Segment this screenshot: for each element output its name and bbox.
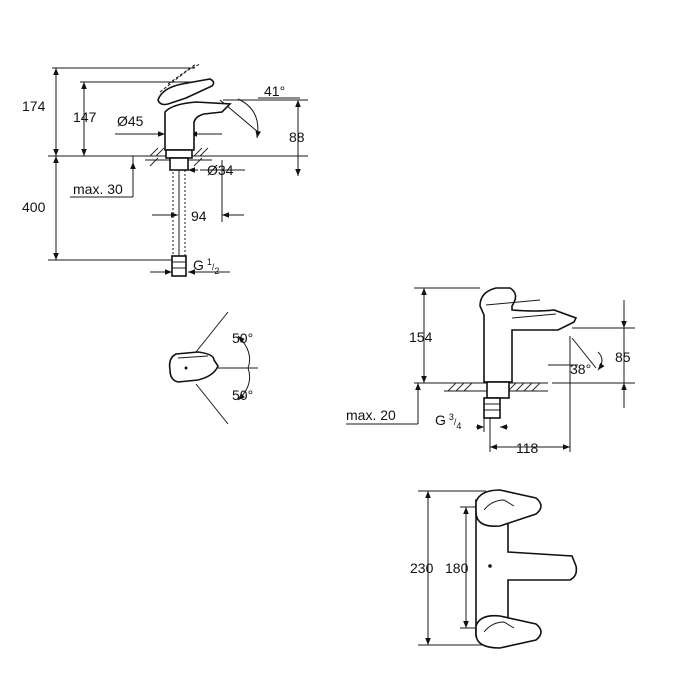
dim-147: 147 [73, 109, 97, 125]
dim-88: 88 [289, 129, 305, 145]
dim-diameter-45: Ø45 [117, 113, 144, 129]
dim-230: 230 [410, 560, 434, 576]
dim-diameter-34: Ø34 [207, 162, 234, 178]
dim-154: 154 [409, 329, 433, 345]
dim-400: 400 [22, 199, 46, 215]
dim-angle-50-top: 50° [232, 330, 253, 346]
pillar-tap-side-view [346, 287, 635, 452]
dim-max-20: max. 20 [346, 407, 396, 423]
dim-94: 94 [191, 208, 207, 224]
dim-118: 118 [516, 440, 539, 456]
dim-174: 174 [22, 98, 46, 114]
bath-mixer-front-view: 230 180 [410, 489, 578, 649]
dim-angle-50-bottom: 50° [232, 387, 253, 403]
dim-angle-41: 41° [264, 83, 285, 99]
dim-angle-38: 38° [570, 361, 591, 377]
basin-tap-side-view [48, 63, 308, 277]
dim-180: 180 [445, 560, 469, 576]
dim-max-30: max. 30 [73, 181, 123, 197]
top-view: 50° 50° [168, 311, 258, 425]
dim-85: 85 [615, 349, 631, 365]
